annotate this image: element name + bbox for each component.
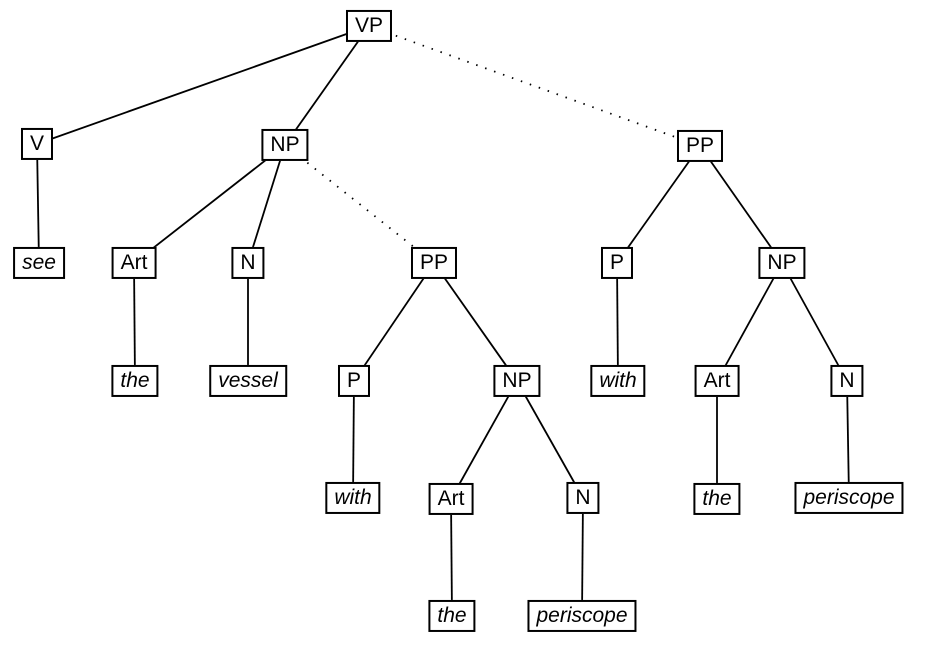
edge-np3-art3 [716, 262, 783, 382]
edge-n2-periscope2 [581, 497, 584, 617]
tree-node-np2: NP [493, 364, 541, 398]
edge-np2-art2 [450, 380, 518, 500]
edge-np2-n2 [516, 380, 584, 499]
edge-vp-pp3 [368, 25, 701, 147]
tree-node-art2: Art [428, 482, 474, 516]
edge-np1-art1 [133, 144, 286, 264]
edge-art1-the1 [133, 262, 136, 382]
tree-node-art3: Art [694, 364, 740, 398]
tree-node-vessel1: vessel [209, 364, 287, 398]
tree-node-pp2: PP [410, 246, 458, 280]
tree-node-n2: N [566, 481, 600, 515]
edge-pp2-np2 [433, 262, 518, 382]
tree-node-periscope2: periscope [527, 599, 637, 633]
tree-node-see: see [13, 246, 65, 280]
edge-art2-the2 [450, 498, 453, 617]
edge-pp3-np3 [699, 145, 783, 264]
edge-np3-n3 [781, 262, 848, 382]
tree-node-np1: NP [261, 128, 309, 162]
tree-node-art1: Art [111, 246, 157, 280]
tree-node-p3: P [600, 246, 634, 280]
edge-pp3-p3 [616, 145, 701, 264]
edge-np1-n1 [247, 144, 286, 264]
edge-v-see [36, 143, 40, 264]
tree-node-np3: NP [758, 246, 806, 280]
tree-node-n3: N [830, 364, 864, 398]
edge-n3-periscope3 [846, 380, 850, 499]
tree-node-with3: with [590, 364, 646, 398]
tree-node-p2: P [337, 364, 371, 398]
edge-p2-with2 [352, 380, 355, 499]
tree-node-n1: N [231, 246, 265, 280]
tree-node-the1: the [111, 364, 159, 398]
edge-vp-np1 [284, 25, 370, 146]
tree-node-v: V [20, 127, 54, 161]
tree-node-vp: VP [345, 9, 393, 43]
tree-node-the2: the [428, 599, 476, 633]
edge-p3-with3 [616, 262, 619, 382]
edge-vp-v [36, 25, 370, 145]
edge-pp2-p2 [353, 262, 435, 382]
tree-node-pp3: PP [676, 129, 724, 163]
tree-node-periscope3: periscope [794, 481, 904, 515]
edge-np1-pp2 [284, 144, 435, 264]
tree-node-with2: with [325, 481, 381, 515]
tree-node-the3: the [693, 482, 741, 516]
